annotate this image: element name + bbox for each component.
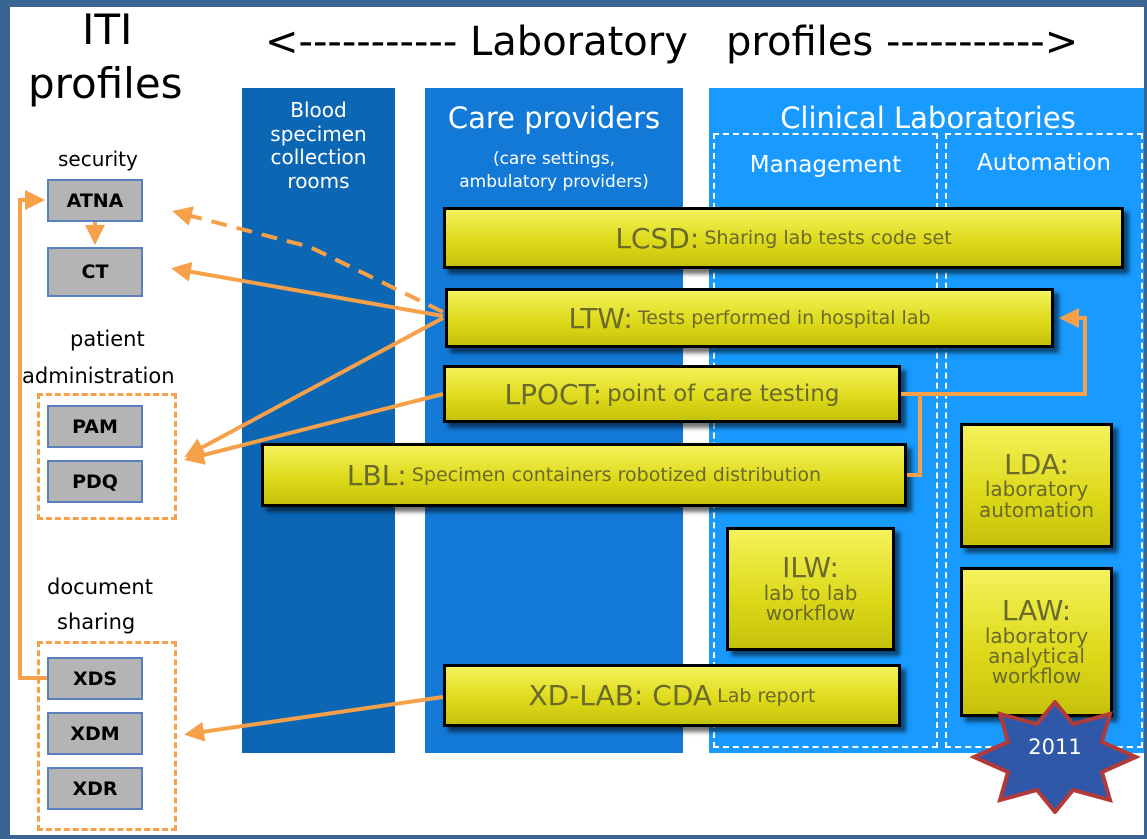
ilw-code: ILW: <box>782 551 839 585</box>
law-line1: laboratory <box>984 623 1089 648</box>
xdr-box: XDR <box>47 767 143 810</box>
xds-to-atna-arrow <box>18 190 47 680</box>
ltw-to-ct-arrow <box>171 261 444 318</box>
xds-box: XDS <box>47 657 143 700</box>
blood-collection-column <box>242 88 395 753</box>
lpoct-profile-box: LPOCT: point of care testing <box>443 365 901 423</box>
atna-box: ATNA <box>47 179 143 222</box>
lpoct-code: LPOCT: <box>504 377 603 411</box>
year-badge-label: 2011 <box>1028 735 1082 759</box>
xdm-box: XDM <box>47 712 143 755</box>
lcsd-desc: Sharing lab tests code set <box>704 227 952 249</box>
law-code: LAW: <box>1001 594 1072 628</box>
lda-line2: automation <box>978 497 1095 522</box>
blood-column-title: Blood specimen collection rooms <box>270 98 367 193</box>
lbl-code: LBL: <box>346 458 407 492</box>
management-dashed-box <box>713 133 938 748</box>
patient-admin-label-line1: patient <box>70 327 145 351</box>
doc-sharing-label-line1: document <box>47 575 153 599</box>
management-label: Management <box>749 152 902 178</box>
ltw-code: LTW: <box>568 301 633 335</box>
ilw-line2: workflow <box>765 601 856 626</box>
iti-title-line2: profiles <box>28 59 183 108</box>
lpoct-to-pdq-arrow <box>184 392 444 465</box>
pdq-box: PDQ <box>47 460 143 503</box>
xdlab-profile-box: XD-LAB: CDA Lab report <box>443 664 901 727</box>
xdlab-code: XD-LAB: CDA <box>528 679 713 712</box>
lcsd-code: LCSD: <box>615 221 700 255</box>
arrows-overlay <box>18 190 1087 742</box>
ltw-profile-box: LTW: Tests performed in hospital lab <box>445 288 1054 348</box>
patient-admin-label-line2: administration <box>22 364 175 388</box>
xdlab-to-xdm-arrow <box>184 695 444 742</box>
lab-column-title: Clinical Laboratories <box>780 101 1076 135</box>
xdlab-desc: Lab report <box>717 684 816 707</box>
ct-box: CT <box>47 247 143 297</box>
ltw-to-pdq-arrow <box>184 316 444 457</box>
care-column-subtitle: (care settings, ambulatory providers) <box>459 149 649 192</box>
lbl-to-ltw-connector <box>901 392 922 477</box>
ltw-to-atna-dashed-arrow <box>172 206 444 314</box>
lcsd-profile-box: LCSD: Sharing lab tests code set <box>443 207 1124 269</box>
lda-code: LDA: <box>1004 447 1069 481</box>
ilw-line1: lab to lab <box>763 580 858 605</box>
pam-box: PAM <box>47 405 143 448</box>
lda-profile-box: LDA: laboratory automation <box>960 423 1113 548</box>
doc-sharing-group <box>37 641 177 831</box>
law-line3: workflow <box>991 664 1082 689</box>
lpoct-to-ltw-arrow <box>920 308 1087 396</box>
automation-label: Automation <box>977 150 1111 176</box>
law-line2: analytical <box>988 644 1085 669</box>
law-profile-box: LAW: laboratory analytical workflow <box>960 567 1113 717</box>
lda-line1: laboratory <box>984 477 1089 502</box>
year-star-badge <box>970 700 1140 814</box>
ilw-profile-box: ILW: lab to lab workflow <box>726 527 895 651</box>
care-column-title: Care providers <box>447 101 661 135</box>
lpoct-desc: point of care testing <box>607 381 840 407</box>
doc-sharing-label-line2: sharing <box>57 610 136 634</box>
lbl-desc: Specimen containers robotized distributi… <box>411 464 822 486</box>
iti-title-line1: ITI <box>82 5 133 54</box>
ltw-desc: Tests performed in hospital lab <box>637 307 931 329</box>
lbl-profile-box: LBL: Specimen containers robotized distr… <box>261 443 907 507</box>
lab-profiles-banner: <----------- Laboratory profiles -------… <box>265 19 1079 65</box>
security-group-label: security <box>58 147 138 171</box>
patient-admin-group <box>37 393 177 520</box>
